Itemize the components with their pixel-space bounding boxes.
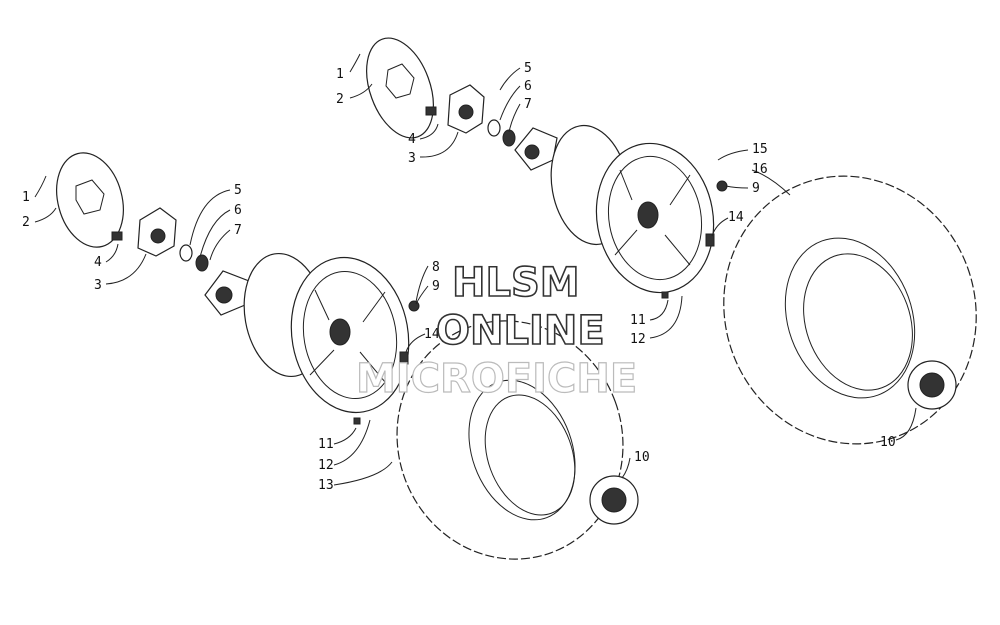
callout-labels: 1 2 4 3 5 6 7 1 2 4 3 5 6 7 8 9 14 11 12… [22, 61, 896, 493]
watermark-line-2: ONLINE [436, 308, 605, 354]
callout-lower-6: 6 [234, 203, 242, 218]
watermark: HLSM ONLINE MICROFICHE [355, 259, 637, 402]
callout-lower-1: 1 [22, 190, 30, 205]
upper-retainer-plate [514, 127, 558, 171]
upper-bolt [425, 106, 437, 116]
lower-hub [137, 207, 177, 257]
lower-valve-stem [399, 351, 409, 365]
callout-upper-11: 11 [630, 313, 646, 328]
upper-brake-disc [366, 37, 434, 139]
callout-upper-1: 1 [336, 67, 344, 82]
leader-lines [34, 53, 917, 486]
lower-hub-cap [589, 475, 639, 525]
callout-lower-9: 9 [432, 279, 440, 294]
upper-valve-stem [705, 233, 715, 247]
callout-upper-15: 15 [752, 142, 768, 157]
watermark-line-1: HLSM [452, 260, 580, 306]
callout-upper-3: 3 [408, 151, 416, 166]
upper-hub-cap [907, 360, 957, 410]
callout-lower-12: 12 [318, 458, 334, 473]
callout-lower-8: 8 [432, 260, 440, 275]
upper-screw [661, 291, 669, 299]
callout-lower-11: 11 [318, 437, 334, 452]
callout-lower-2: 2 [22, 215, 30, 230]
callout-upper-5: 5 [524, 61, 532, 76]
callout-lower-10: 10 [634, 450, 650, 465]
callout-lower-5: 5 [234, 183, 242, 198]
callout-upper-12: 12 [630, 332, 646, 347]
lower-tire [396, 320, 624, 560]
lower-retainer-plate [204, 270, 250, 316]
lower-nut-washer [179, 244, 209, 272]
upper-tire [723, 175, 977, 445]
callout-upper-4: 4 [408, 132, 416, 147]
callout-lower-14: 14 [424, 327, 440, 342]
callout-lower-13: 13 [318, 478, 334, 493]
lower-brake-disc [56, 152, 124, 248]
upper-hub [447, 84, 485, 134]
lower-lug-nut [408, 300, 420, 312]
callout-upper-6: 6 [524, 79, 532, 94]
callout-upper-10: 10 [880, 435, 896, 450]
callout-lower-7: 7 [234, 223, 242, 238]
watermark-line-3: MICROFICHE [356, 356, 637, 402]
lower-screw [353, 417, 361, 425]
callout-upper-14: 14 [728, 210, 744, 225]
lower-wheel-rim [243, 252, 410, 414]
callout-upper-16: 16 [752, 162, 768, 177]
upper-lug-nut [716, 180, 728, 192]
callout-upper-7: 7 [524, 97, 532, 112]
callout-lower-4: 4 [94, 255, 102, 270]
lower-bolt [111, 231, 123, 241]
callout-upper-9: 9 [752, 181, 760, 196]
callout-upper-2: 2 [336, 92, 344, 107]
upper-wheel-rim [550, 124, 715, 294]
callout-lower-3: 3 [94, 278, 102, 293]
